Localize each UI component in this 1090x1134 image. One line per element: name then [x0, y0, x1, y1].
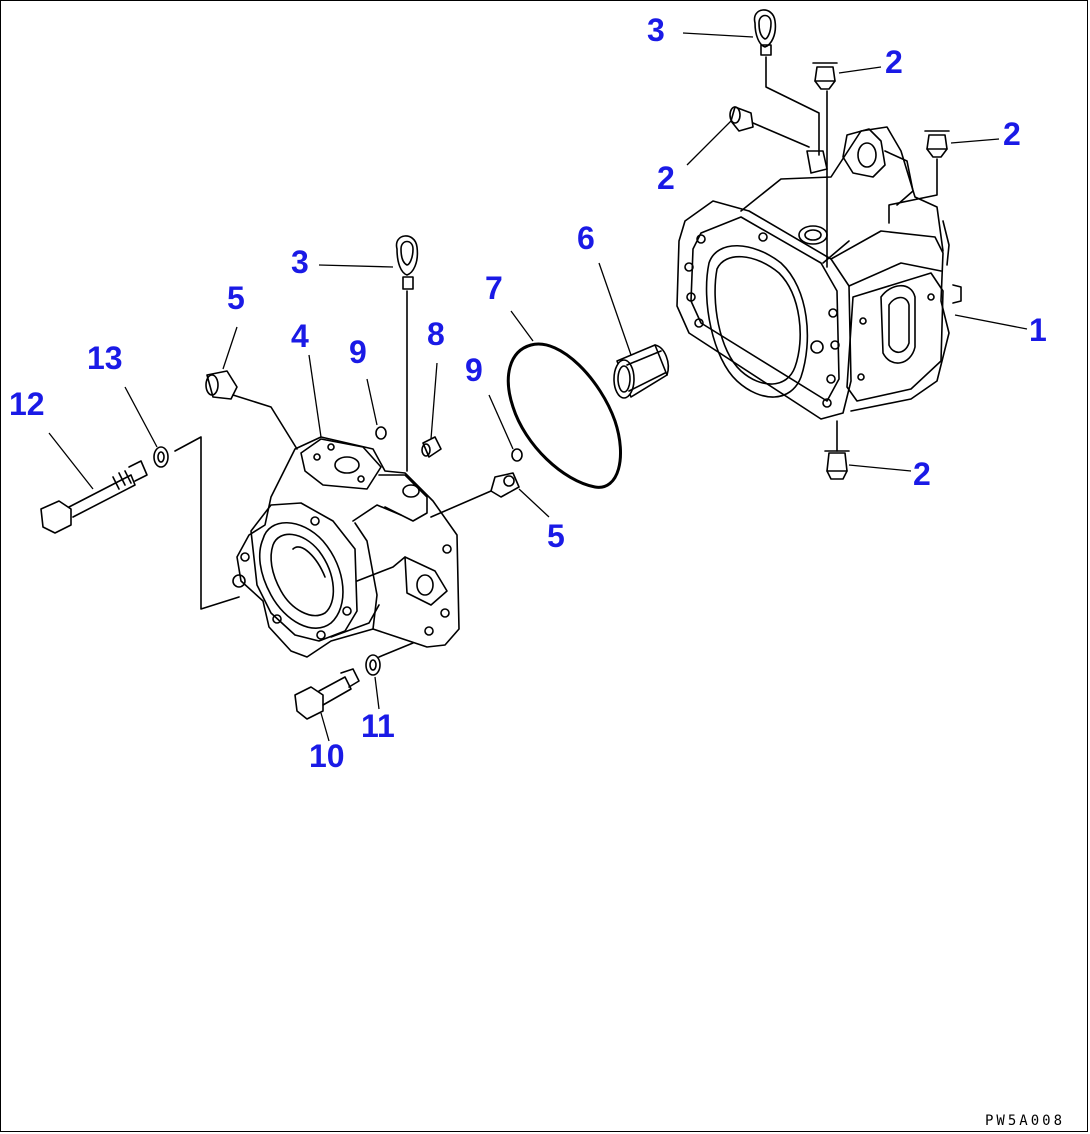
callout-3: 3: [647, 12, 665, 48]
washer-11: [365, 654, 381, 676]
callout-labels: 1 2 2 2 2 3 3 4 5 5 6 7 8 9 9 10 11 12 1…: [9, 12, 1047, 774]
cover-left: [232, 436, 460, 658]
plug-5-right: [490, 472, 520, 498]
callout-5: 5: [547, 518, 565, 554]
callout-12: 12: [9, 386, 45, 422]
drawing-code: PW5A008: [985, 1113, 1065, 1129]
callout-9: 9: [465, 352, 483, 388]
bolt-10: [294, 668, 360, 720]
callout-9: 9: [349, 334, 367, 370]
callout-5: 5: [227, 280, 245, 316]
dowel-pin-lower: [511, 448, 523, 462]
leader-lines: [48, 32, 1028, 742]
washer-13: [153, 446, 169, 468]
callout-13: 13: [87, 340, 123, 376]
bearing: [613, 344, 670, 399]
plug-5-left: [205, 370, 238, 400]
callout-7: 7: [485, 270, 503, 306]
plug-top-center: [812, 62, 838, 90]
callout-6: 6: [577, 220, 595, 256]
callout-11: 11: [361, 708, 395, 744]
dowel-pin-upper: [375, 426, 387, 440]
housing-main: [676, 126, 962, 420]
plug-left-top: [729, 106, 754, 132]
o-ring: [506, 342, 623, 489]
eyebolt-left: [395, 235, 419, 290]
callout-3: 3: [291, 244, 309, 280]
plug-bottom: [824, 450, 850, 480]
pin-8: [421, 436, 442, 458]
callout-8: 8: [427, 316, 445, 352]
callout-2: 2: [913, 456, 931, 492]
callout-2: 2: [885, 44, 903, 80]
callout-1: 1: [1029, 312, 1047, 348]
callout-2: 2: [657, 160, 675, 196]
callout-10: 10: [309, 738, 345, 774]
eyebolt-right: [753, 9, 777, 56]
bolt-12: [40, 460, 148, 534]
callout-4: 4: [291, 318, 309, 354]
callout-2: 2: [1003, 116, 1021, 152]
plug-top-right: [924, 130, 950, 158]
